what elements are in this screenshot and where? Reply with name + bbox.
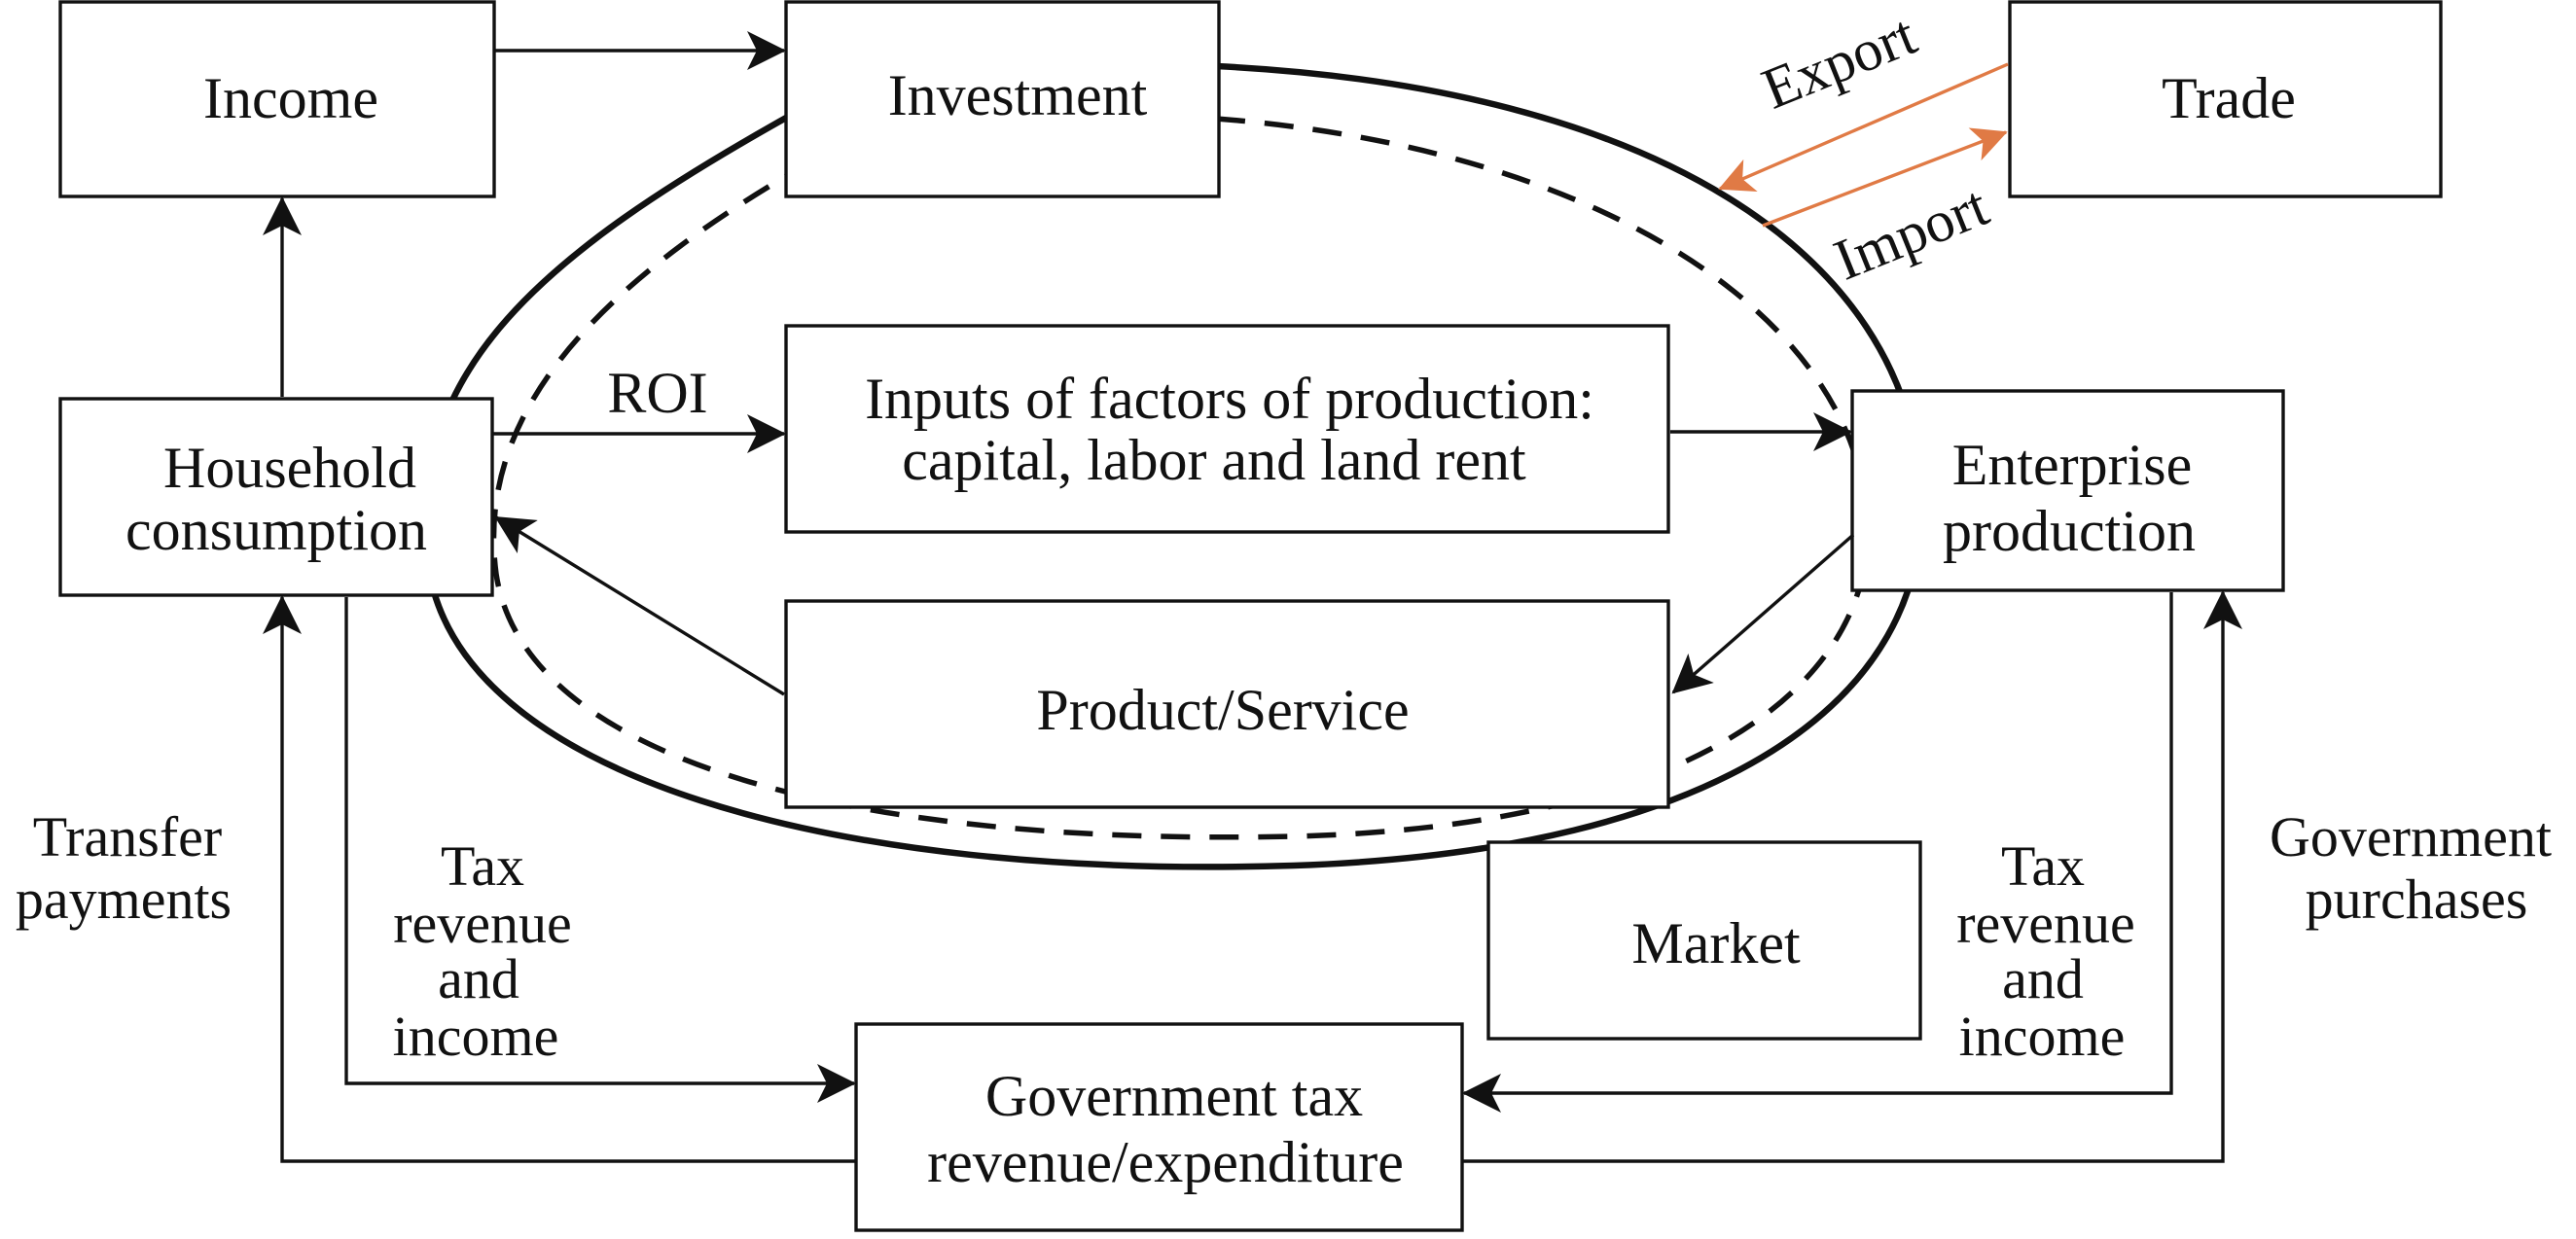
roi-label: ROI <box>607 361 707 425</box>
transfer-payments-arrow <box>263 595 856 1163</box>
inner-flow-ellipse <box>490 116 1872 840</box>
export-arrow <box>1718 62 2009 192</box>
enterprise-label-line-2: production <box>1943 499 2196 563</box>
tax-right-label-line-2: revenue <box>1956 892 2135 955</box>
income-label: Income <box>203 66 378 130</box>
factors-label-line-1: Inputs of factors of production: <box>865 367 1594 431</box>
export-label: Export <box>1753 2 1924 121</box>
household-label-line-1: Household <box>163 436 416 500</box>
enterprise-tax-arrow <box>1462 592 2173 1113</box>
transfer-payments-label-line-1: Transfer <box>33 805 222 868</box>
factors-label-line-2: capital, labor and land rent <box>902 428 1526 492</box>
market-box <box>1486 840 1922 1041</box>
product-label: Product/Service <box>1036 678 1409 742</box>
investment-label: Investment <box>888 63 1148 127</box>
tax-right-label-line-3: and <box>2002 947 2084 1010</box>
tax-left-label-line-2: revenue <box>393 892 572 955</box>
household-box <box>58 397 494 597</box>
government-label-line-1: Government tax <box>985 1064 1363 1128</box>
investment-box <box>784 0 1221 198</box>
government-label-line-2: revenue/expenditure <box>927 1130 1404 1194</box>
trade-label: Trade <box>2162 66 2296 130</box>
transfer-payments-label-line-2: payments <box>16 867 232 931</box>
tax-right-label-line-4: income <box>1959 1005 2126 1068</box>
import-arrow <box>1762 127 2008 228</box>
government-purchases-arrow <box>1462 590 2242 1163</box>
government-box <box>854 1022 1464 1232</box>
household-tax-arrow <box>344 597 856 1103</box>
trade-box <box>2008 0 2443 198</box>
enterprise-label-line-1: Enterprise <box>1952 433 2193 497</box>
enterprise-to-product-arrow <box>1671 533 1855 694</box>
tax-left-label-line-4: income <box>393 1005 559 1068</box>
government-purchases-label-line-1: Government <box>2270 805 2552 868</box>
factors-box <box>784 324 1670 534</box>
tax-left-label-line-1: Tax <box>441 834 524 898</box>
tax-left-label-line-3: and <box>438 947 519 1010</box>
product-to-household-arrow <box>494 515 785 696</box>
household-label-line-2: consumption <box>125 498 427 562</box>
tax-right-label-line-1: Tax <box>2001 834 2085 898</box>
product-box <box>784 599 1670 809</box>
enterprise-box <box>1850 389 2285 592</box>
market-label: Market <box>1631 911 1801 975</box>
government-purchases-label-line-2: purchases <box>2306 867 2528 931</box>
